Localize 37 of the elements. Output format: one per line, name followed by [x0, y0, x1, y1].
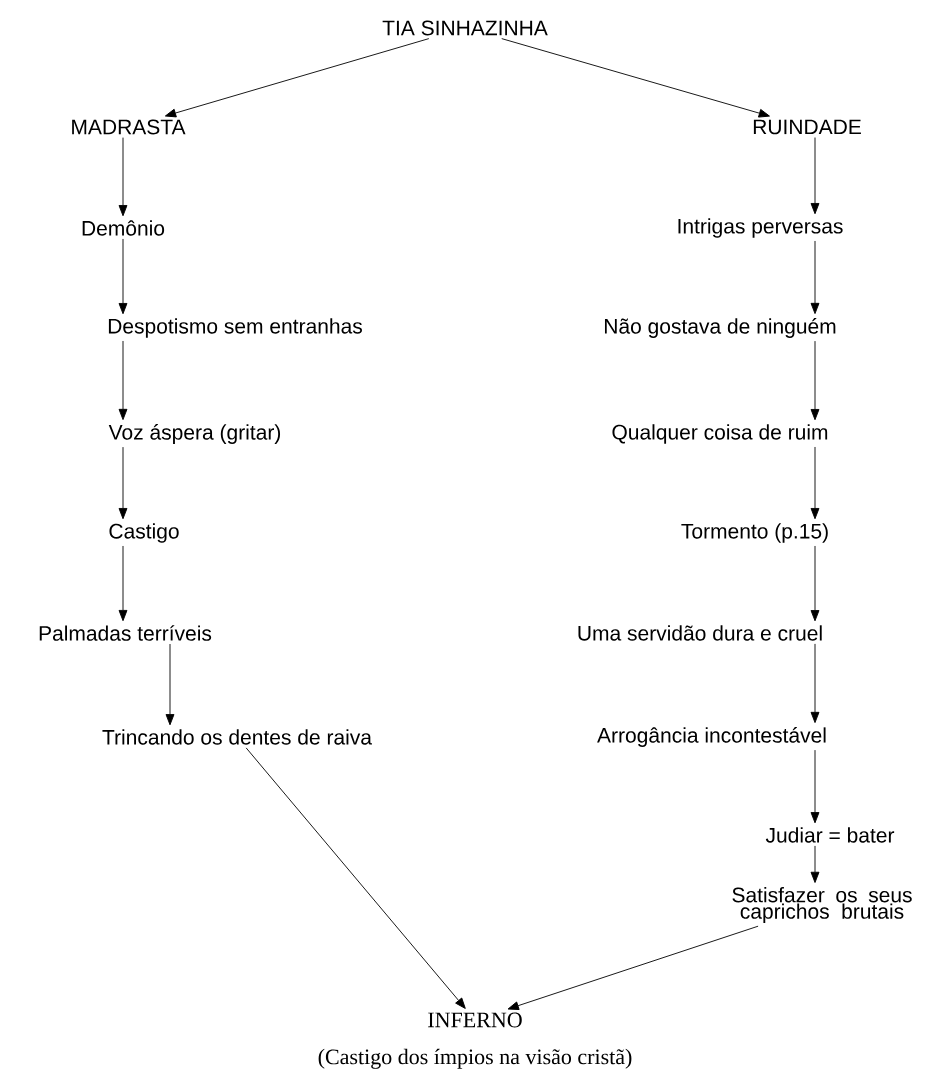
concept-text: Judiar = bater	[765, 827, 895, 843]
concept-text: Trincando os dentes de raiva	[102, 729, 372, 745]
concept-text: INFERNO	[428, 1012, 522, 1028]
arrow	[118, 137, 128, 217]
concept-text: Castigo	[109, 523, 179, 543]
concept-text: Despotismo sem entranhas	[108, 318, 362, 338]
arrow	[118, 238, 128, 315]
arrow	[118, 340, 128, 421]
concept-text: Satisfazer os seus caprichos brutais	[732, 887, 912, 923]
concept-text: Palmadas terríveis	[39, 625, 212, 641]
concept-text: Não gostava de ninguém	[605, 318, 836, 338]
arrow	[164, 38, 430, 118]
concept-text: Intrigas perversas	[678, 218, 843, 238]
arrow	[810, 240, 820, 315]
arrow	[810, 643, 820, 724]
concept-text: Uma servidão dura e cruel	[578, 625, 822, 641]
concept-text: Tormento (p.15)	[681, 523, 828, 543]
arrow	[810, 749, 820, 824]
caption-text: (Castigo dos ímpios na visão cristã)	[318, 1048, 632, 1069]
arrow	[501, 38, 770, 118]
arrow	[118, 545, 128, 622]
concept-text: MADRASTA	[72, 119, 186, 135]
arrow	[810, 137, 820, 215]
arrow	[118, 446, 128, 520]
concept-text: TIA SINHAZINHA	[382, 20, 548, 36]
arrow	[810, 446, 820, 520]
concept-text: Qualquer coisa de ruim	[612, 424, 828, 444]
arrow	[245, 747, 466, 1009]
arrow	[810, 845, 820, 883]
arrow	[507, 925, 759, 1010]
concept-text: RUINDADE	[753, 119, 861, 135]
arrow	[810, 545, 820, 622]
arrow	[165, 643, 175, 726]
concept-text: Demônio	[82, 220, 165, 236]
arrow	[810, 340, 820, 421]
concept-text: Arrogância incontestável	[597, 727, 826, 747]
concept-text: Voz áspera (gritar)	[108, 424, 281, 444]
